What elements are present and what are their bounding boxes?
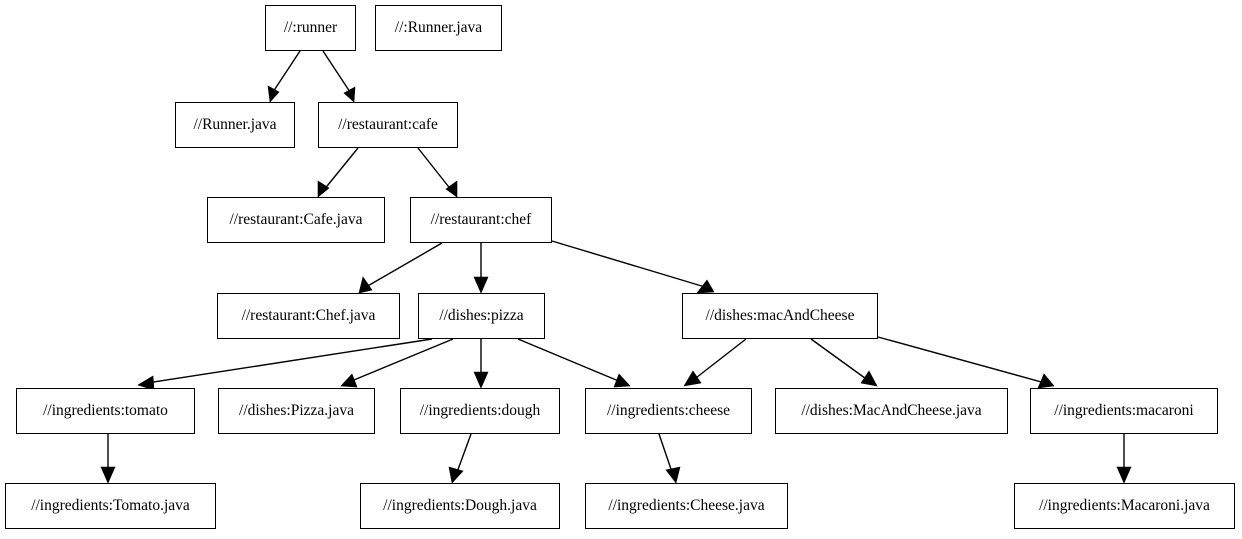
graph-node-ingredients-tomato-java[interactable]: //ingredients:Tomato.java [5, 483, 216, 529]
graph-node-dishes-pizza[interactable]: //dishes:pizza [418, 293, 545, 339]
node-label: //dishes:macAndCheese [705, 307, 855, 325]
node-label: //restaurant:cafe [338, 116, 438, 134]
node-label: //ingredients:Macaroni.java [1039, 497, 1210, 515]
edge-dishes-pizza-to-ingredients-dough [473, 339, 489, 389]
node-label: //ingredients:Cheese.java [608, 497, 765, 515]
node-label: //dishes:Pizza.java [239, 402, 354, 420]
edge-ingredients-dough-to-dough-java [448, 433, 472, 484]
node-label: //restaurant:chef [430, 211, 532, 229]
edge-restaurant-chef-to-chef-java [358, 242, 443, 294]
edge-dishes-pizza-to-pizza-java [340, 338, 454, 388]
graph-node-restaurant-cafe[interactable]: //restaurant:cafe [318, 102, 458, 148]
edge-runner-to-restaurant-cafe [322, 50, 356, 103]
graph-node-dishes-macandcheese-java[interactable]: //dishes:MacAndCheese.java [775, 388, 1008, 434]
edge-ingredients-tomato-to-tomato-java [100, 434, 116, 484]
graph-node-ingredients-dough[interactable]: //ingredients:dough [400, 388, 560, 434]
graph-node-restaurant-chef[interactable]: //restaurant:chef [410, 197, 552, 243]
graph-node-runner-java[interactable]: //Runner.java [175, 102, 295, 148]
graph-node-ingredients-cheese[interactable]: //ingredients:cheese [585, 388, 752, 434]
edge-restaurant-chef-to-dishes-macandcheese [551, 240, 715, 294]
edge-dishes-macandcheese-to-macandcheese-java [810, 338, 878, 387]
edge-restaurant-cafe-to-cafe-java [317, 147, 359, 198]
node-label: //restaurant:Cafe.java [229, 211, 363, 229]
node-label: //ingredients:cheese [606, 402, 731, 420]
node-label: //ingredients:Dough.java [383, 497, 537, 515]
edge-dishes-macandcheese-to-ingredients-cheese [683, 338, 747, 387]
graph-node-restaurant-chef-java[interactable]: //restaurant:Chef.java [217, 293, 400, 339]
graph-node-runner[interactable]: //:runner [265, 5, 356, 51]
edge-dishes-pizza-to-ingredients-cheese [517, 338, 631, 388]
graph-node-restaurant-cafe-java[interactable]: //restaurant:Cafe.java [207, 197, 385, 243]
graph-node-ingredients-tomato[interactable]: //ingredients:tomato [16, 388, 195, 434]
edge-restaurant-cafe-to-restaurant-chef [417, 147, 458, 198]
graph-node-runner-java-root[interactable]: //:Runner.java [375, 5, 502, 51]
edge-ingredients-cheese-to-cheese-java [658, 433, 681, 484]
node-label: //ingredients:tomato [43, 402, 168, 420]
graph-node-ingredients-dough-java[interactable]: //ingredients:Dough.java [360, 483, 560, 529]
node-label: //ingredients:macaroni [1054, 402, 1194, 420]
node-label: //:runner [283, 19, 338, 37]
graph-node-ingredients-cheese-java[interactable]: //ingredients:Cheese.java [585, 483, 788, 529]
node-label: //ingredients:dough [419, 402, 541, 420]
node-label: //dishes:pizza [439, 307, 524, 325]
edge-dishes-macandcheese-to-ingredients-macaroni [877, 336, 1055, 389]
graph-node-dishes-macandcheese[interactable]: //dishes:macAndCheese [682, 293, 878, 339]
edge-runner-to-runner-java [267, 50, 301, 103]
node-label: //Runner.java [193, 116, 277, 134]
node-label: //restaurant:Chef.java [241, 307, 376, 325]
graph-node-ingredients-macaroni[interactable]: //ingredients:macaroni [1030, 388, 1218, 434]
edge-dishes-pizza-to-ingredients-tomato [137, 338, 433, 391]
node-label: //:Runner.java [394, 19, 483, 37]
edge-restaurant-chef-to-dishes-pizza [473, 243, 489, 294]
graph-node-dishes-pizza-java[interactable]: //dishes:Pizza.java [218, 388, 375, 434]
edge-ingredients-macaroni-to-macaroni-java [1116, 434, 1132, 484]
node-label: //ingredients:Tomato.java [31, 497, 190, 515]
node-label: //dishes:MacAndCheese.java [801, 402, 982, 420]
graph-node-ingredients-macaroni-java[interactable]: //ingredients:Macaroni.java [1014, 483, 1235, 529]
